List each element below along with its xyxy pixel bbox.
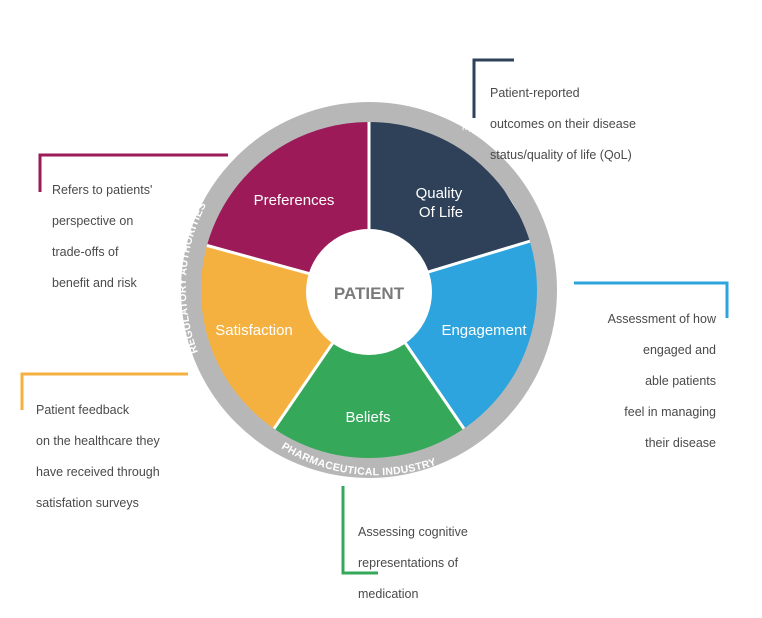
- callout-bracket-satisfaction: [20, 372, 188, 410]
- segment-label-quality: Quality Of Life: [416, 185, 467, 221]
- note-engagement: Assessment of how engaged and able patie…: [607, 311, 716, 450]
- ring-band-overlay: [181, 102, 557, 478]
- note-preferences: Refers to patients' perspective on trade…: [52, 182, 153, 290]
- segment-label-engagement: Engagement: [441, 322, 527, 339]
- callout-bracket-beliefs: [341, 486, 378, 575]
- center-circle: [306, 229, 432, 355]
- patient-centric-diagram: PATIENT COMMUNITY (PATIENT ASSOCIATIONS,…: [20, 58, 729, 575]
- center-label: PATIENT: [334, 284, 405, 303]
- note-satisfaction: Patient feedback on the healthcare they …: [36, 402, 160, 510]
- segment-label-satisfaction: Satisfaction: [215, 322, 293, 339]
- callout-bracket-preferences: [38, 153, 228, 192]
- segment-beliefs: [268, 290, 470, 460]
- callout-bracket-engagement: [574, 281, 729, 318]
- note-quality-of-life: Patient-reported outcomes on their disea…: [490, 85, 636, 162]
- segment-label-beliefs: Beliefs: [345, 409, 390, 426]
- callout-bracket-quality: [472, 58, 514, 118]
- segment-label-preferences: Preferences: [254, 192, 335, 209]
- note-beliefs: Assessing cognitive representations of m…: [358, 524, 468, 601]
